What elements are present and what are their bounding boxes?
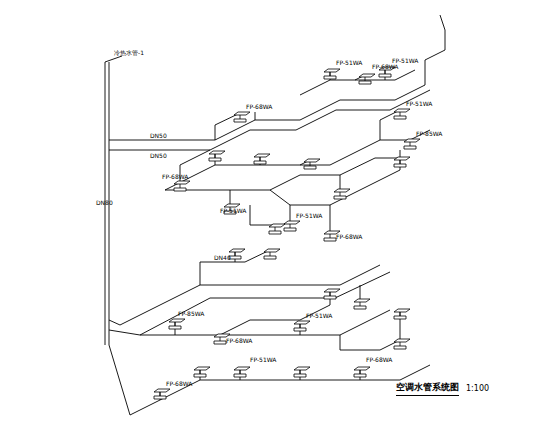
fan-coil-symbol [404,139,420,149]
fan-coil-symbol [174,181,190,191]
unit-label: FP-85WA [178,311,204,317]
fan-coil-symbol [229,249,245,259]
fan-coil-symbol [209,151,225,161]
fan-coil-symbol [394,157,410,167]
unit-label: FP-68WA [366,357,392,363]
unit-label: FP-68WA [336,234,362,240]
unit-label: FP-68WA [162,174,188,180]
fan-coil-symbol [294,321,310,331]
fan-coil-symbol [324,69,340,79]
pipe-size-label: DN50 [150,133,167,139]
fan-coil-symbol [234,367,250,377]
unit-label: FP-51WA [220,208,246,214]
drawing-title: 空调水管系统图 [396,381,459,396]
pipe-size-label: DN40 [214,255,231,261]
fan-coil-symbol [394,309,410,319]
fan-coil-symbol [324,289,340,299]
unit-label: FP-51WA [296,213,322,219]
fan-coil-symbol [354,299,370,309]
fan-coil-symbol [194,367,210,377]
fan-coil-symbol [269,224,285,234]
pipe-size-label: 冷热水管-1 [114,50,144,56]
fan-coil-symbol [264,249,280,259]
unit-label: FP-85WA [416,131,442,137]
unit-label: FP-51WA [250,357,276,363]
fan-coil-symbol [394,339,410,349]
unit-label: FP-51WA [306,313,332,319]
fan-coil-symbol [234,112,250,122]
unit-label: FP-68WA [166,381,192,387]
fan-coil-symbol [169,319,185,329]
fan-coil-symbol [284,221,300,231]
fan-coil-symbol [359,74,375,84]
scale-label: 1:100 [466,385,489,393]
unit-label: FP-68WA [372,64,398,70]
pipe-size-label: DN80 [96,200,113,206]
unit-label: FP-68WA [226,338,252,344]
fan-coil-symbol [294,367,310,377]
pipe-size-label: DN50 [150,153,167,159]
unit-label: FP-68WA [246,104,272,110]
unit-label: FP-51WA [406,101,432,107]
fan-coil-symbol [354,367,370,377]
fan-coil-symbol [154,389,170,399]
fan-coil-symbol [394,109,410,119]
fan-coil-symbol [304,159,320,169]
fan-coil-symbol [334,189,350,199]
fan-coil-symbol [254,154,270,164]
unit-label: FP-51WA [336,60,362,66]
